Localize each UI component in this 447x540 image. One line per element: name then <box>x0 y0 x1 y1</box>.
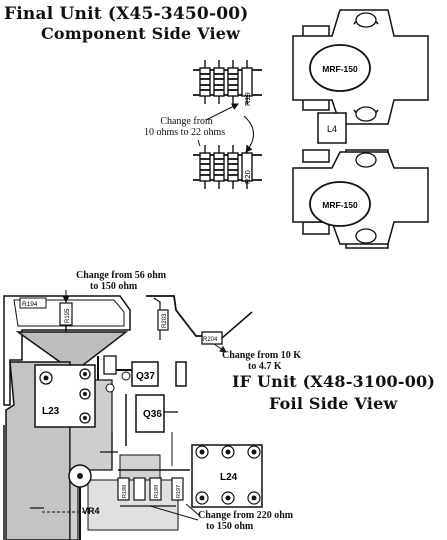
arrow-to-r19 <box>205 103 239 121</box>
resistor-bank-bottom: R20 <box>193 145 262 189</box>
resistor-body <box>241 152 253 182</box>
note-220-ohm-line2: to 150 ohm <box>206 521 254 532</box>
r198-label: R198 <box>122 485 128 498</box>
resistor-r19-label: R19 <box>243 92 252 106</box>
note-56-ohm-line2: to 150 ohm <box>90 281 138 292</box>
resistor-body <box>213 67 225 97</box>
note-10k-line1: Change from 10 K <box>222 350 301 361</box>
resistor-body <box>199 67 211 97</box>
r197-label: R197 <box>176 485 182 498</box>
note-220-ohm-line1: Change from 220 ohm <box>198 510 294 521</box>
r199-label: R199 <box>154 485 160 498</box>
resistor-r20-label: R20 <box>243 170 252 184</box>
transistor-bottom-label: MRF-150 <box>322 200 358 210</box>
l24-label: L24 <box>220 472 238 483</box>
transistor-bottom: MRF-150 <box>292 149 429 249</box>
resistor-body <box>227 67 239 97</box>
note-10k-line2: to 4.7 K <box>248 361 282 372</box>
resistor-body <box>227 152 239 182</box>
arrow-to-r20 <box>243 115 254 153</box>
final-unit-subtitle: Component Side View <box>41 24 241 43</box>
resistor-body <box>241 67 253 97</box>
note-22-ohm-line2: 10 ohms to 22 ohms <box>144 127 226 138</box>
if-unit-subtitle: Foil Side View <box>269 394 398 413</box>
final-unit-title: Final Unit (X45-3450-00) <box>4 4 249 24</box>
r195-label: R195 <box>65 308 71 323</box>
transistor-top-label: MRF-150 <box>322 64 358 74</box>
vr4-label: VR4 <box>82 506 100 516</box>
inductor-l4: L4 <box>317 112 347 144</box>
arrow-tick <box>197 139 201 147</box>
resistor-body <box>213 152 225 182</box>
q37-label: Q37 <box>136 371 155 382</box>
resistor-bank-top: R19 <box>193 60 262 106</box>
note-56-ohm: Change from 56 ohm to 150 ohm <box>76 270 166 292</box>
note-22-ohm: Change from 10 ohms to 22 ohms <box>144 116 225 138</box>
if-board: L23 VR4 R194 R195 Q37 <box>3 290 263 540</box>
q36-label: Q36 <box>143 409 162 420</box>
transistor-top: MRF-150 <box>292 9 429 125</box>
note-56-ohm-line1: Change from 56 ohm <box>76 270 167 281</box>
if-unit-title: IF Unit (X48-3100-00) <box>232 372 436 391</box>
resistor-body <box>199 152 211 182</box>
note-220-ohm: Change from 220 ohm to 150 ohm <box>198 510 293 532</box>
r204-label: R204 <box>203 337 218 343</box>
r194-label: R194 <box>22 301 38 308</box>
inductor-l4-label: L4 <box>327 124 337 134</box>
l23-label: L23 <box>42 406 60 417</box>
note-22-ohm-line1: Change from <box>160 116 213 127</box>
r203-label: R203 <box>162 313 168 328</box>
note-10k: Change from 10 K to 4.7 K <box>222 350 301 372</box>
